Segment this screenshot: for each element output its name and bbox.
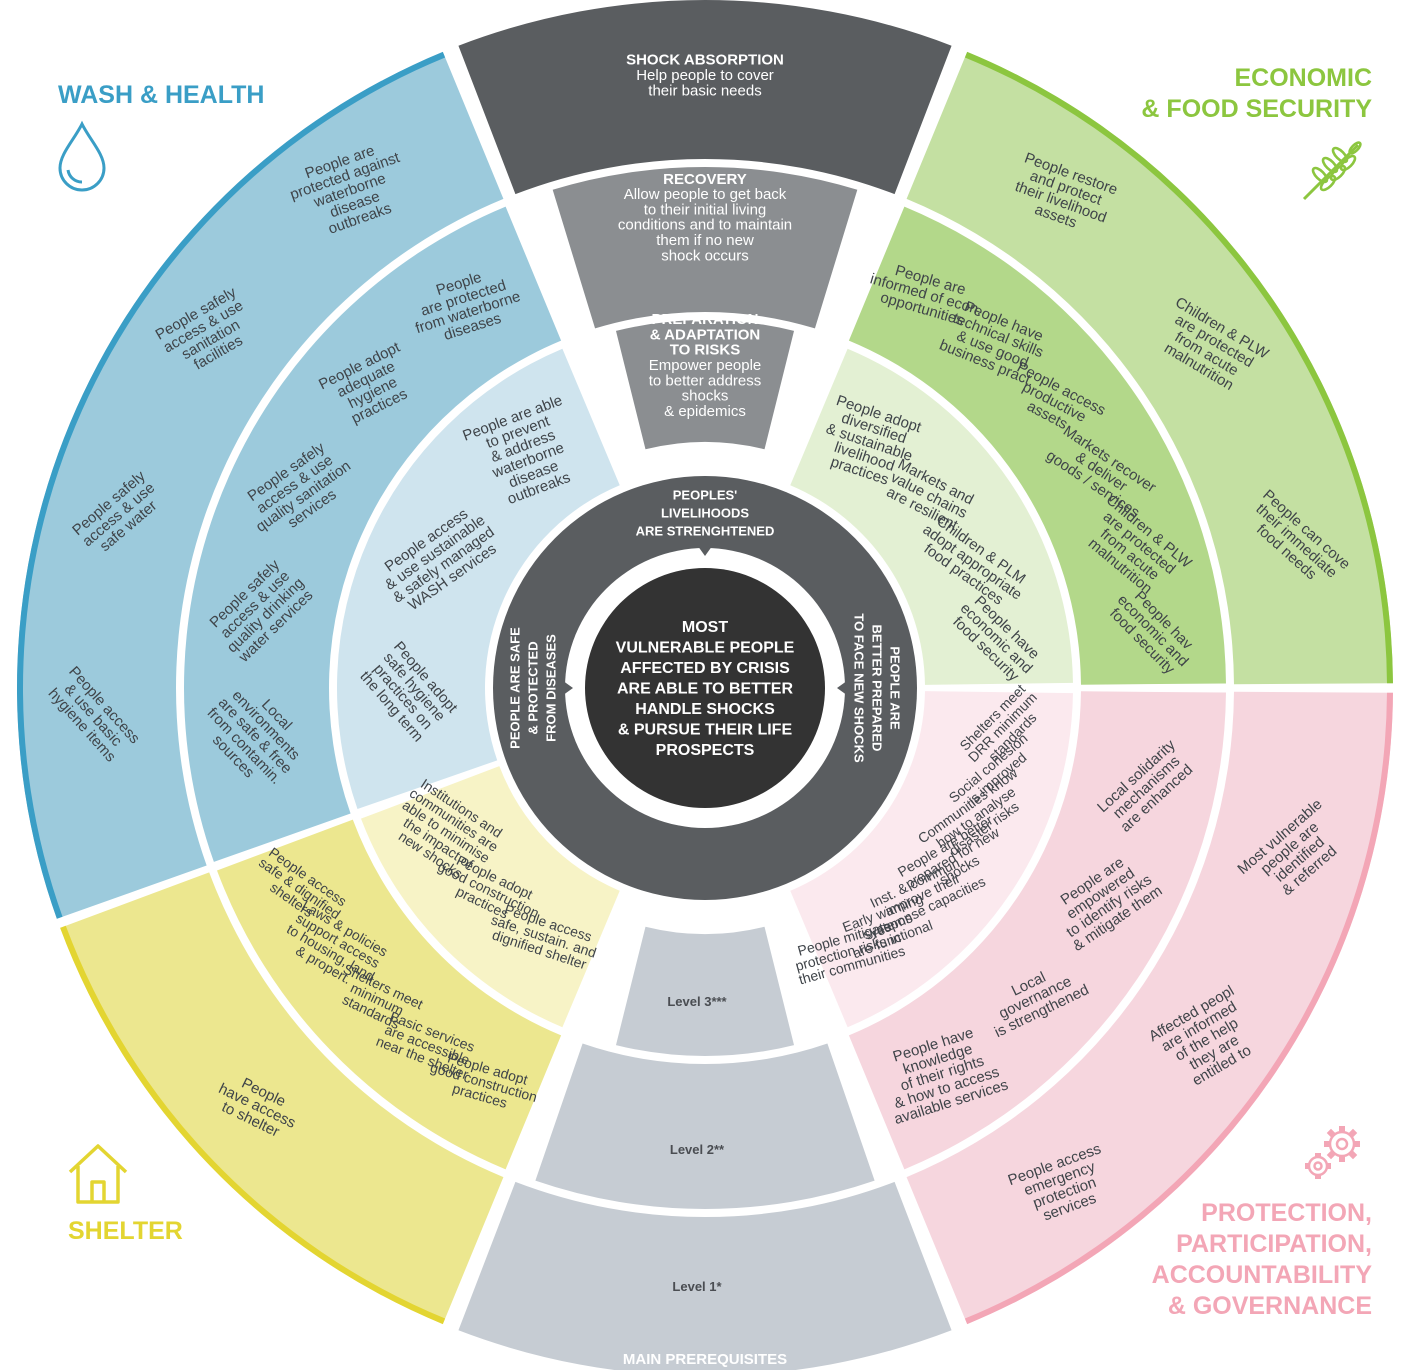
protection-middle-ring xyxy=(848,691,1226,1170)
cycle-arrow-top xyxy=(695,542,715,556)
phase-shock-absorption xyxy=(458,0,952,195)
prepared-outcome-label: PEOPLE AREBETTER PREPAREDTO FACE NEW SHO… xyxy=(851,613,902,763)
protection-title: PROTECTION, PARTICIPATION, ACCOUNTABILIT… xyxy=(1152,1198,1372,1322)
phase-preparation xyxy=(615,320,795,450)
shelter-title: SHELTER xyxy=(68,1217,183,1245)
level-1-band xyxy=(458,1181,952,1370)
svg-text:PREPARATION: PREPARATION xyxy=(652,311,759,328)
svg-text:& epidemics: & epidemics xyxy=(664,403,746,420)
economic-title-line-2: & FOOD SECURITY xyxy=(1141,95,1372,123)
economic-rim xyxy=(964,51,1393,684)
protection-title-line-1: PROTECTION, xyxy=(1201,1199,1372,1227)
svg-text:Empower people: Empower people xyxy=(649,357,762,374)
protection-outer-ring xyxy=(906,691,1393,1325)
wash-middle-ring xyxy=(183,206,562,862)
economic-title-line-1: ECONOMIC xyxy=(1234,64,1373,92)
house-icon xyxy=(68,1144,128,1204)
svg-text:shock occurs: shock occurs xyxy=(661,247,749,264)
svg-text:conditions and to maintain: conditions and to maintain xyxy=(618,217,792,234)
cycle-arrow-left xyxy=(559,678,573,698)
cycle-arrow-right xyxy=(837,678,851,698)
protection-title-line-3: ACCOUNTABILITY xyxy=(1151,1261,1372,1289)
level-label-inner: Level 3*** xyxy=(667,994,727,1009)
svg-text:their basic needs: their basic needs xyxy=(648,82,761,99)
level-label-outer: Level 1* xyxy=(672,1279,722,1294)
protection-title-line-4: & GOVERNANCE xyxy=(1167,1292,1372,1320)
svg-text:to better address: to better address xyxy=(649,372,762,389)
svg-text:Allow people to get back: Allow people to get back xyxy=(624,186,787,203)
center-circle xyxy=(585,568,825,808)
economic-inner-item: People adoptdiversified& sustainablelive… xyxy=(814,392,924,494)
economic-inner-ring xyxy=(790,348,1073,685)
svg-text:them if no new: them if no new xyxy=(656,232,754,249)
gears-icon xyxy=(1305,1126,1360,1179)
svg-text:RECOVERY: RECOVERY xyxy=(663,171,747,188)
svg-text:& ADAPTATION: & ADAPTATION xyxy=(650,326,761,343)
level-label-middle: Level 2** xyxy=(670,1142,725,1157)
shelter-outer-ring xyxy=(60,872,504,1325)
svg-text:to their initial living: to their initial living xyxy=(644,201,767,218)
svg-text:shocks: shocks xyxy=(682,388,729,405)
economic-outer-ring xyxy=(906,51,1393,685)
protection-rim xyxy=(964,692,1393,1325)
main-prerequisites-label: MAIN PREREQUISITES xyxy=(623,1351,787,1368)
svg-text:SHOCK ABSORPTION: SHOCK ABSORPTION xyxy=(626,52,784,69)
wash-inner-ring xyxy=(337,348,620,810)
shelter-middle-ring xyxy=(216,819,562,1170)
level-3-band xyxy=(615,926,795,1056)
wash-health-title: WASH & HEALTH xyxy=(58,81,265,109)
wash-outer-ring xyxy=(16,51,504,919)
level-2-band xyxy=(535,1043,875,1210)
svg-text:TO RISKS: TO RISKS xyxy=(670,342,741,359)
svg-text:Help people to cover: Help people to cover xyxy=(636,67,774,84)
protection-inner-ring xyxy=(790,691,1073,1028)
wheat-icon xyxy=(1302,141,1362,201)
shelter-inner-ring xyxy=(360,766,620,1028)
economic-middle-ring xyxy=(848,206,1226,685)
phase-recovery xyxy=(552,166,858,329)
water-drop-icon xyxy=(58,120,106,192)
protection-title-line-2: PARTICIPATION, xyxy=(1176,1230,1372,1258)
economic-food-security-title: ECONOMIC & FOOD SECURITY xyxy=(1141,63,1372,125)
